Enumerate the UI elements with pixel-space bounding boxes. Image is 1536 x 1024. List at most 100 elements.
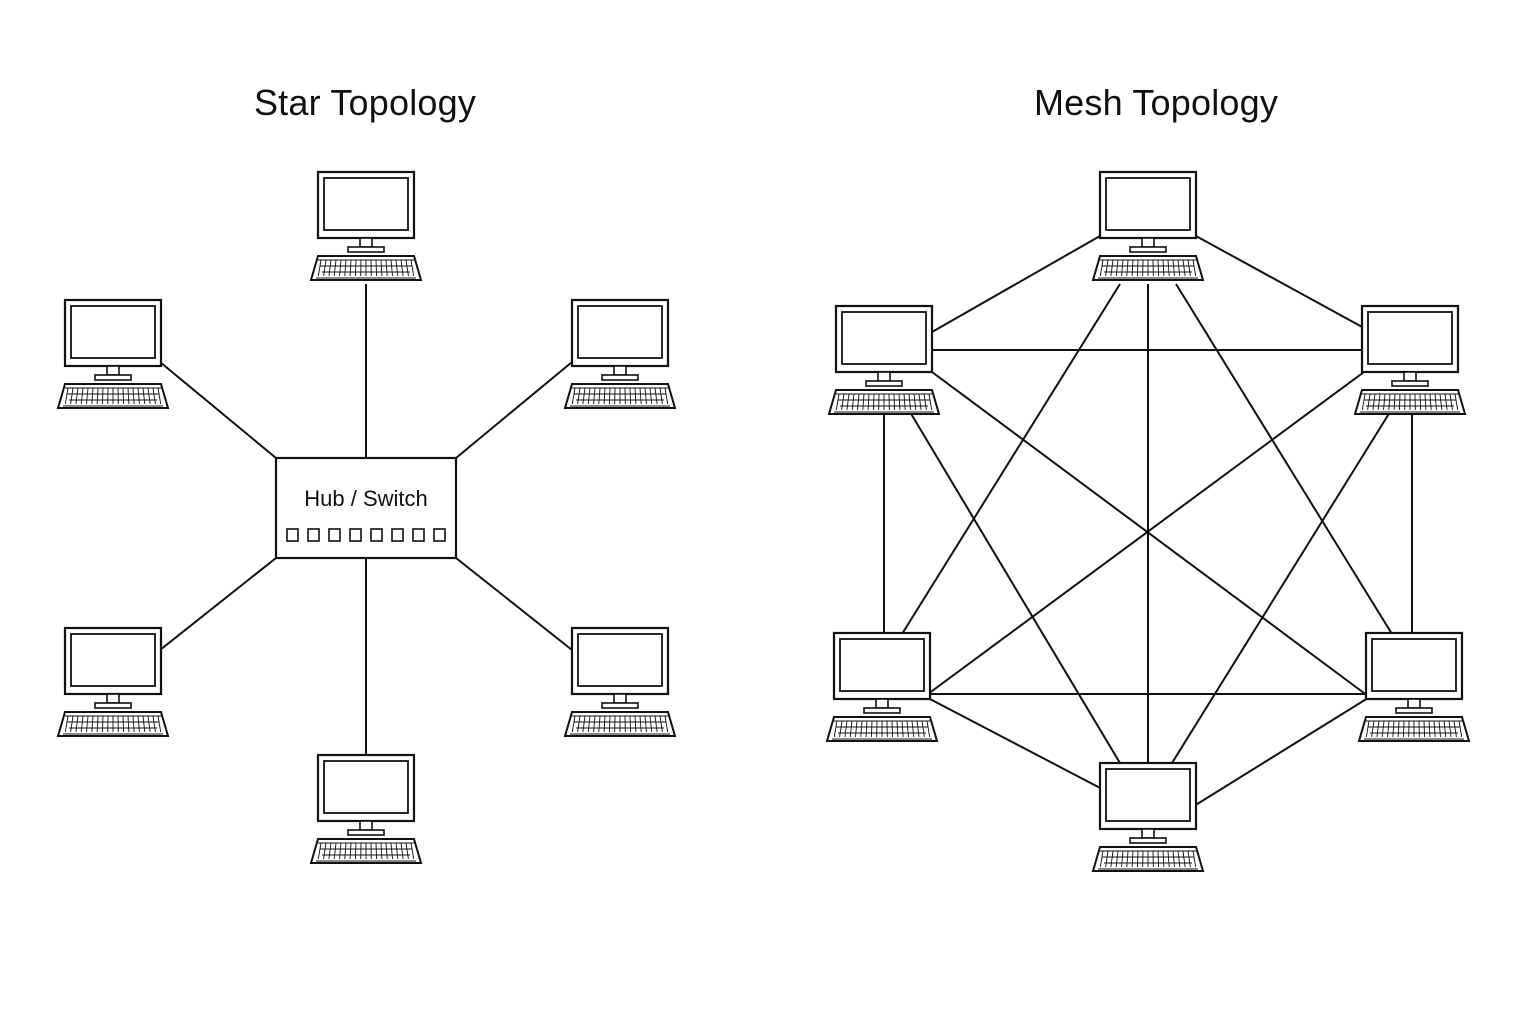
- monitor-screen: [1371, 638, 1457, 692]
- monitor-screen: [841, 311, 927, 365]
- key-divider: [91, 387, 94, 405]
- key-divider: [577, 387, 581, 405]
- key-divider: [127, 715, 130, 733]
- key-divider: [132, 715, 135, 733]
- key-divider: [385, 842, 388, 860]
- key-divider: [1131, 259, 1134, 277]
- star-link: [455, 361, 573, 459]
- key-divider: [157, 387, 162, 405]
- key-divider: [70, 715, 74, 733]
- key-divider: [101, 715, 104, 733]
- monitor-screen: [577, 305, 663, 359]
- key-divider: [349, 259, 352, 277]
- key-divider: [122, 387, 125, 405]
- hub-port: [370, 528, 383, 542]
- mesh-link: [927, 697, 1105, 791]
- star-computer-icon: [309, 753, 423, 864]
- key-divider: [867, 393, 870, 411]
- mesh-link: [901, 283, 1121, 635]
- key-divider: [1433, 720, 1436, 738]
- keyboard-keys: [316, 259, 416, 279]
- key-divider: [1444, 393, 1448, 411]
- key-divider: [1367, 393, 1371, 411]
- key-divider: [70, 387, 74, 405]
- key-divider: [75, 715, 79, 733]
- key-divider: [571, 715, 576, 733]
- keyboard-keys: [63, 387, 163, 407]
- mesh-computer-icon: [1353, 304, 1467, 415]
- key-divider: [862, 393, 865, 411]
- monitor-base: [347, 246, 385, 253]
- key-divider: [872, 393, 875, 411]
- key-divider: [405, 842, 409, 860]
- key-divider: [390, 259, 393, 277]
- key-divider: [1099, 259, 1104, 277]
- key-divider: [593, 715, 596, 733]
- key-divider: [664, 387, 669, 405]
- key-divider: [1099, 850, 1104, 868]
- key-divider: [1388, 393, 1391, 411]
- key-divider: [593, 387, 596, 405]
- star-computer-icon: [563, 298, 677, 409]
- key-divider: [1365, 720, 1370, 738]
- key-divider: [629, 715, 632, 733]
- key-divider: [339, 259, 342, 277]
- key-divider: [639, 387, 642, 405]
- monitor-base: [94, 702, 132, 709]
- key-divider: [127, 387, 130, 405]
- hub-switch: Hub / Switch: [274, 456, 458, 560]
- key-divider: [855, 720, 858, 738]
- key-divider: [1136, 850, 1139, 868]
- key-divider: [644, 715, 647, 733]
- key-divider: [152, 715, 156, 733]
- key-divider: [349, 842, 352, 860]
- key-divider: [865, 720, 868, 738]
- key-divider: [1172, 850, 1175, 868]
- mesh-computer-icon: [827, 304, 941, 415]
- key-divider: [91, 715, 94, 733]
- monitor-neck: [1141, 237, 1155, 248]
- key-divider: [577, 715, 581, 733]
- key-divider: [344, 259, 347, 277]
- mesh-link: [1171, 411, 1391, 764]
- key-divider: [86, 387, 89, 405]
- monitor-base: [347, 829, 385, 836]
- key-divider: [913, 393, 917, 411]
- mesh-computer-icon: [825, 631, 939, 742]
- mesh-computer-icon: [1091, 761, 1205, 872]
- key-divider: [1110, 259, 1114, 277]
- key-divider: [1393, 393, 1396, 411]
- key-divider: [582, 387, 586, 405]
- key-divider: [841, 393, 845, 411]
- key-divider: [1172, 259, 1175, 277]
- monitor-base: [1129, 837, 1167, 844]
- key-divider: [603, 715, 606, 733]
- keyboard-keys: [834, 393, 934, 413]
- key-divider: [1438, 720, 1441, 738]
- key-divider: [1131, 850, 1134, 868]
- key-divider: [1377, 393, 1381, 411]
- key-divider: [96, 387, 99, 405]
- key-divider: [1376, 720, 1380, 738]
- key-divider: [1448, 720, 1452, 738]
- key-divider: [908, 393, 911, 411]
- key-divider: [870, 720, 873, 738]
- monitor-neck: [1141, 828, 1155, 839]
- key-divider: [1397, 720, 1400, 738]
- key-divider: [571, 387, 576, 405]
- star-link: [455, 557, 573, 651]
- key-divider: [80, 715, 84, 733]
- keyboard-keys: [1098, 850, 1198, 870]
- key-divider: [1424, 393, 1427, 411]
- key-divider: [137, 387, 140, 405]
- key-divider: [1121, 259, 1124, 277]
- star-topology: Hub / Switch: [56, 170, 677, 864]
- hub-port: [328, 528, 341, 542]
- key-divider: [1187, 850, 1191, 868]
- key-divider: [587, 715, 591, 733]
- star-link: [159, 361, 277, 459]
- keyboard-keys: [1098, 259, 1198, 279]
- star-link: [159, 557, 277, 651]
- monitor-screen: [323, 760, 409, 814]
